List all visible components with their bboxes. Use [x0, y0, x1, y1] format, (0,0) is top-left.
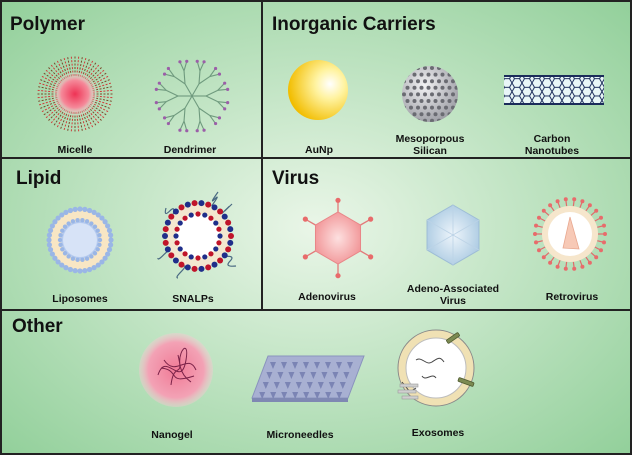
- label-adenovirus: Adenovirus: [298, 291, 356, 303]
- label-microneedles: Microneedles: [266, 429, 334, 441]
- label-mesoporous-silica: Mesoporpous Silican: [395, 133, 465, 157]
- adenovirus-icon: [302, 197, 374, 279]
- panel-polymer: Polymer Micelle Dendrimer: [0, 0, 262, 158]
- panel-inorganic-carriers: Inorganic Carriers AuNp Mesoporpous Sili…: [262, 0, 632, 158]
- snalp-icon: [157, 191, 237, 279]
- gold-nanoparticle-icon: [288, 60, 348, 120]
- nanogel-icon: [139, 333, 213, 407]
- label-adeno-associated-virus: Adeno-Associated Virus: [406, 283, 500, 307]
- label-dendrimer: Dendrimer: [163, 144, 217, 156]
- label-micelle: Micelle: [57, 144, 93, 156]
- label-snalps: SNALPs: [172, 293, 214, 305]
- microneedles-icon: [251, 355, 365, 402]
- dendrimer-icon: [154, 59, 230, 133]
- panel-title-polymer: Polymer: [10, 14, 85, 35]
- label-carbon-nanotubes: Carbon Nanotubes: [524, 133, 580, 157]
- label-nanogel: Nanogel: [151, 429, 193, 441]
- panel-title-other: Other: [12, 316, 63, 337]
- micelle-icon: [37, 56, 113, 132]
- liposome-icon: [46, 206, 114, 274]
- label-liposomes: Liposomes: [52, 293, 108, 305]
- label-exosomes: Exosomes: [411, 427, 465, 439]
- panel-virus: Virus Adenovirus Adeno-Associated Virus …: [262, 158, 632, 310]
- panel-other: Other Nanogel Microneedles: [0, 310, 632, 455]
- panel-title-lipid: Lipid: [16, 168, 62, 189]
- mesoporous-silica-icon: [402, 66, 458, 122]
- panel-title-inorganic-carriers: Inorganic Carriers: [272, 14, 436, 35]
- carbon-nanotube-icon: [504, 75, 604, 105]
- panel-lipid: Lipid Liposomes SNALPs: [0, 158, 262, 310]
- aav-icon: [426, 204, 480, 266]
- label-retrovirus: Retrovirus: [545, 291, 599, 303]
- exosome-icon: [397, 329, 475, 407]
- label-aunp: AuNp: [305, 144, 333, 156]
- retrovirus-icon: [533, 197, 607, 271]
- panel-title-virus: Virus: [272, 168, 320, 189]
